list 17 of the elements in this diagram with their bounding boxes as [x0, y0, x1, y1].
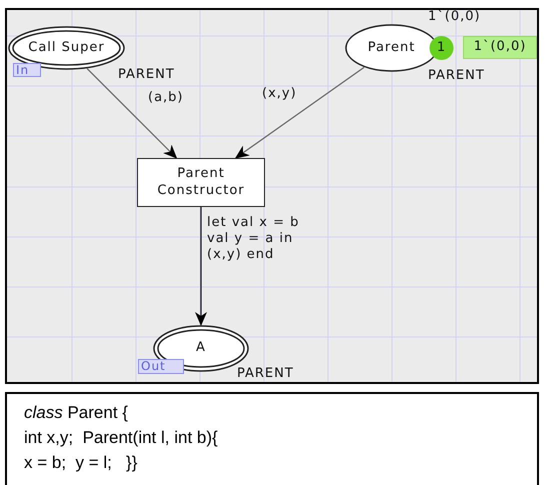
port-tag: Out — [138, 359, 184, 374]
transition-box: Parent Constructor — [137, 158, 265, 207]
token-count-circle: 1 — [429, 36, 454, 60]
code-line: int x,y; Parent(int l, int b){ — [24, 427, 218, 449]
arrow — [86, 68, 178, 159]
port-tag: In — [13, 63, 41, 77]
arc-inscription: let val x = b val y = a in (x,y) end — [207, 215, 300, 263]
code-box — [5, 392, 539, 485]
code-line: class Parent { — [24, 402, 128, 424]
code-line: x = b; y = l; }} — [24, 452, 138, 474]
arrow — [234, 66, 364, 159]
initial-marking-label: 1`(0,0) — [428, 9, 481, 24]
arrow — [195, 207, 207, 326]
arc-inscription: (x,y) — [262, 86, 297, 101]
marking-label: 1`(0,0) — [463, 36, 537, 59]
arc-inscription: (a,b) — [148, 90, 184, 105]
colour-set-label: PARENT — [118, 67, 175, 82]
